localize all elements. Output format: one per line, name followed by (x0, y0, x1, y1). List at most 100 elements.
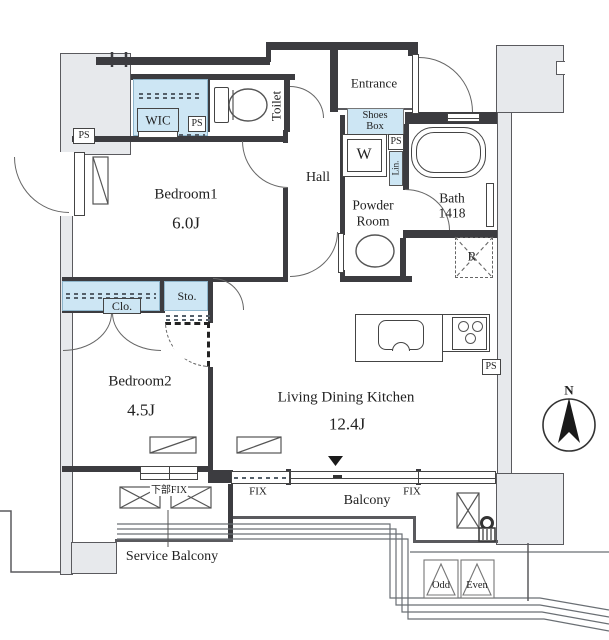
wall-storage-east (208, 277, 213, 323)
balcony-label: Balcony (343, 493, 391, 508)
ps-label-1: PS (78, 130, 90, 141)
toilet-bowl (228, 88, 268, 122)
bath-counter (486, 183, 494, 227)
shoes-box-label-1: Shoes (362, 109, 388, 121)
concrete-notch (556, 61, 565, 75)
powder-door-leaf (338, 233, 344, 273)
ps-label-3: PS (390, 136, 402, 147)
wall-bath-west (403, 124, 409, 190)
wall-closet-storage-divider (160, 281, 164, 309)
refrigerator-label: R (467, 248, 477, 264)
even-label: Even (466, 579, 488, 591)
ps-label-2: PS (191, 118, 203, 129)
stove-burner-2 (472, 321, 483, 332)
wall-top-step (266, 42, 271, 62)
ldk-size: 12.4J (328, 414, 366, 434)
powder-sink (355, 234, 395, 268)
powder-room-label-1: Powder (352, 197, 394, 213)
hall-label: Hall (305, 170, 331, 185)
concrete-block-top-right (496, 45, 564, 113)
shoes-box-label-2: Box (366, 120, 384, 132)
bath-window (447, 113, 480, 122)
odd-label: Odd (431, 579, 451, 591)
wall-powder-south (340, 276, 412, 282)
wall-top-west (96, 57, 270, 65)
service-balcony-label: Service Balcony (123, 549, 221, 564)
north-compass (542, 398, 596, 452)
closet-label-box (103, 298, 141, 314)
entrance-label: Entrance (350, 75, 398, 91)
storage-label: Sto. (177, 289, 197, 303)
wic-door-leaf (138, 131, 178, 138)
pipe-shaft-box-4 (482, 359, 501, 375)
wic-door-hatch (179, 132, 205, 138)
bathtub-inner (416, 132, 481, 173)
bedroom1-west-door-leaf (74, 152, 85, 216)
ldk-label: Living Dining Kitchen (277, 389, 415, 406)
powder-room-label-2: Room (356, 213, 390, 229)
wall-bedroom1-south (62, 277, 288, 282)
service-balcony-south-wall (115, 539, 233, 542)
fix-label-east: FIX (403, 485, 421, 498)
wic-label-box (137, 108, 179, 132)
ps-label-4: PS (485, 361, 497, 372)
bedroom2-window (140, 466, 198, 480)
storage-door-hatch (166, 314, 210, 323)
concrete-block-bottom-right (496, 473, 564, 545)
toilet-door-swing (290, 86, 324, 118)
concrete-wall-left (60, 153, 73, 575)
concrete-foot-bottom-left (71, 542, 117, 574)
shoes-box-area (347, 108, 404, 135)
entry-marker (328, 456, 343, 466)
ldk-fix-window-west (231, 471, 290, 484)
wall-bath-south (403, 230, 497, 238)
wic-hanger-pipe (139, 92, 203, 99)
wall-bedroom1-east (283, 188, 288, 282)
storage-area (164, 281, 208, 311)
pipe-shaft-box-2 (188, 116, 206, 132)
entrance-door-jamb (408, 48, 418, 56)
wall-bedroom1-east-stub (283, 130, 288, 143)
washer-label: W (356, 146, 372, 163)
bedroom1-west-door-swing (14, 157, 69, 213)
pipe-shaft-box-1 (73, 128, 95, 144)
toilet-label: Toilet (268, 90, 284, 122)
ldk-fix-window-east (418, 471, 496, 484)
wall-bedroom2-east (208, 367, 213, 470)
wall-bedroom1-north (72, 136, 288, 142)
building-outline-bottom-left (0, 510, 61, 573)
stove-burner-1 (458, 321, 469, 332)
closet-hanger-pipe (66, 292, 156, 299)
concrete-wall-right (497, 112, 512, 474)
linen-area (389, 151, 403, 186)
bedroom1-door-swing (242, 141, 288, 188)
balcony-step-wall (413, 516, 416, 543)
closet-door-swing-right (112, 313, 161, 351)
entrance-door-swing (419, 57, 473, 112)
pipe-shaft-box-3 (388, 134, 404, 150)
balcony-south-wall (233, 516, 415, 519)
storage-door-swing (213, 278, 244, 310)
ldk-sliding-window (290, 471, 420, 484)
wall-toilet-east (284, 74, 290, 132)
wic-label: WIC (145, 112, 171, 128)
wall-balcony-divider (228, 484, 233, 541)
wall-bedroom2-south-west (62, 466, 140, 472)
stove-burner-3 (465, 333, 476, 344)
bedroom2-size: 4.5J (127, 400, 155, 420)
wall-top-east (266, 42, 418, 50)
lower-fix-label: 下部FIX (149, 485, 189, 496)
closet-door-swing-left (63, 313, 112, 351)
linen-label: Lin. (390, 160, 401, 176)
balcony-faucet-icon (478, 516, 496, 542)
toilet-tank (214, 87, 229, 123)
closet-label: Clo. (111, 299, 133, 313)
fix-label-west: FIX (249, 485, 267, 498)
bath-label: Bath (439, 190, 465, 206)
wall-ldk-south-stub (208, 470, 233, 483)
wall-wic-toilet-top (131, 74, 295, 80)
wall-powder-east (400, 238, 406, 282)
entrance-door-leaf (412, 54, 419, 114)
wall-bedroom2-south-east (196, 466, 213, 472)
wall-entrance-west (330, 50, 338, 112)
